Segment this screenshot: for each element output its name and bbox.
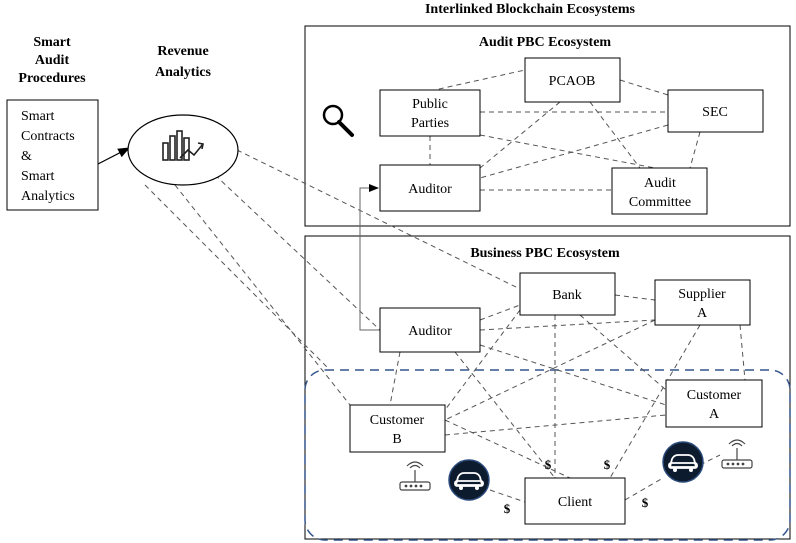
magnifier-icon [322,104,354,137]
client-label: Client [558,495,592,510]
audit-committee-label: Audit [644,176,676,191]
client-node [524,477,626,525]
connection-lines [144,69,746,503]
revenue-analytics-ellipse [127,114,239,186]
svg-text:Analytics: Analytics [155,65,212,80]
svg-text:&: & [21,149,32,164]
customer-b-node [349,404,446,453]
car-icon [448,459,490,501]
wireless-router-icon [399,461,431,491]
svg-text:Analytics: Analytics [21,189,75,204]
audit-committee-node [611,167,708,215]
supplier-a-label: Supplier [678,287,726,302]
supplier-a-label-2: A [697,306,708,321]
sec-node [667,89,764,133]
dollar-sign-3: $ [504,501,511,516]
supplier-a-node [654,279,751,326]
customer-b-label-2: B [392,432,401,447]
revenue-analytics-heading: Revenue Analytics [155,44,212,80]
dollar-sign-2: $ [604,457,611,472]
public-parties-label: Public [412,97,448,112]
bar-chart-trend-icon [162,130,204,161]
customer-a-node [665,379,763,428]
bank-node [519,272,616,316]
business-ecosystem-heading: Business PBC Ecosystem [470,246,620,261]
car-icon [662,441,704,483]
smart-audit-heading: Smart Audit Procedures [18,35,86,86]
audit-ecosystem-heading: Audit PBC Ecosystem [479,35,612,50]
svg-text:Audit: Audit [35,53,70,68]
audit-ecosystem-frame [304,25,791,227]
sec-label: SEC [702,105,728,120]
smart-contracts-box [6,99,99,211]
business-auditor-label: Auditor [408,324,452,339]
diagram-title: Interlinked Blockchain Ecosystems [425,2,636,17]
wireless-router-icon [721,439,753,469]
bank-label: Bank [552,288,582,303]
arrow-auditor-to-auditor [359,184,380,331]
public-parties-node [379,89,481,137]
audit-auditor-label: Auditor [408,182,452,197]
svg-text:Procedures: Procedures [18,71,86,86]
dollar-sign-1: $ [545,457,552,472]
customer-b-label: Customer [370,413,425,428]
smart-contracts-label: Smart Contracts & Smart Analytics [21,109,75,204]
audit-auditor-node [379,164,481,212]
arrow-smart-to-analytics [97,147,131,165]
business-auditor-node [379,307,481,353]
svg-text:Smart: Smart [21,109,55,124]
svg-text:Revenue: Revenue [157,44,208,59]
svg-text:Smart: Smart [33,35,71,50]
dollar-sign-4: $ [642,495,649,510]
svg-text:Smart: Smart [21,169,55,184]
public-parties-label-2: Parties [411,116,449,131]
customer-a-label: Customer [687,388,742,403]
audit-committee-label-2: Committee [629,195,691,210]
customer-a-label-2: A [709,407,720,422]
customer-group-boundary [304,369,791,541]
svg-text:Contracts: Contracts [21,129,75,144]
pcaob-node [524,57,621,103]
pcaob-label: PCAOB [549,74,596,89]
